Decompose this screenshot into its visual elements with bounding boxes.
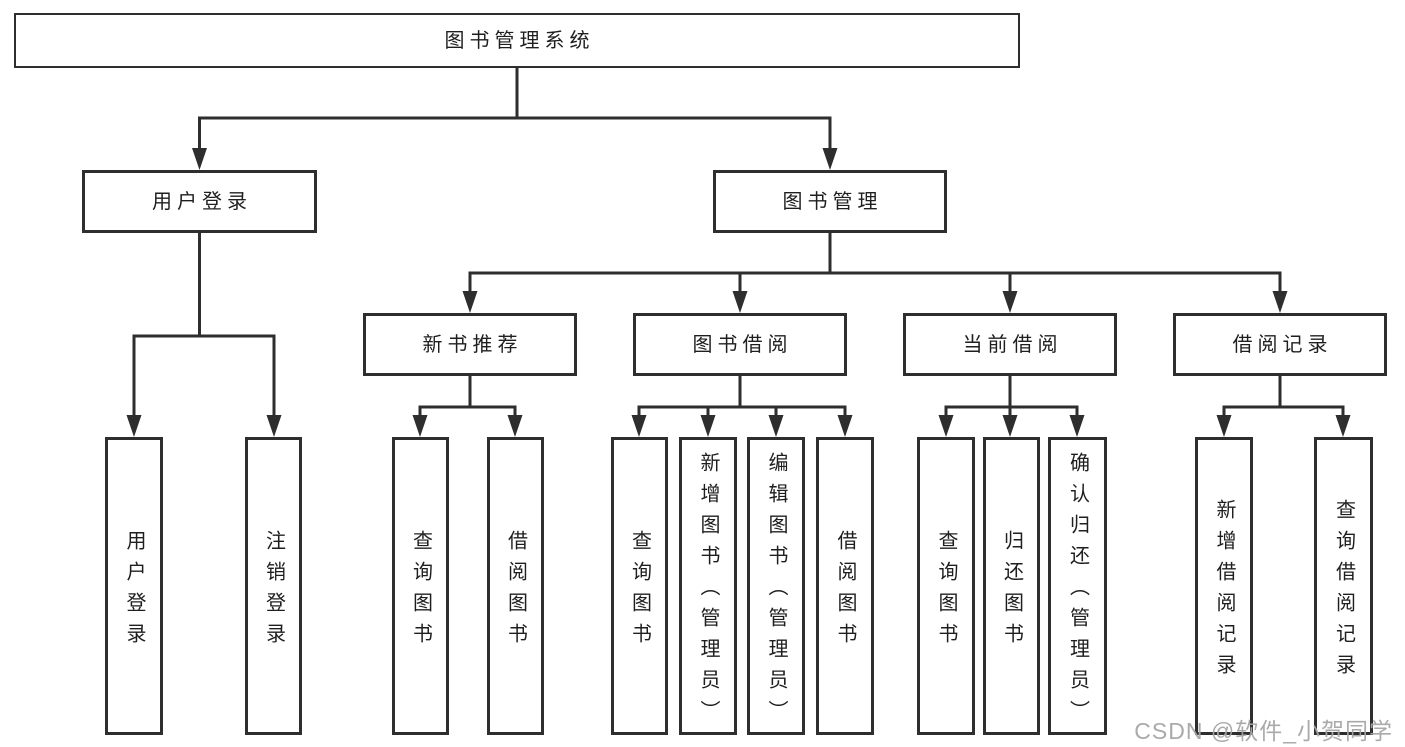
leaf-add-books-admin: 新增图书（管理员） <box>679 437 737 735</box>
node-current-borrowing: 当前借阅 <box>903 313 1117 376</box>
leaf-query-books-borrowing: 查询图书 <box>611 437 668 735</box>
leaf-logout: 注销登录 <box>245 437 302 735</box>
leaf-borrow-books-recommend: 借阅图书 <box>487 437 544 735</box>
leaf-confirm-return-admin: 确认归还（管理员） <box>1048 437 1107 735</box>
node-book-management: 图书管理 <box>713 170 947 233</box>
node-library-management-system: 图书管理系统 <box>14 13 1020 68</box>
node-new-book-recommendation: 新书推荐 <box>363 313 577 376</box>
leaf-borrow-books-borrowing: 借阅图书 <box>816 437 874 735</box>
leaf-query-books-recommend: 查询图书 <box>392 437 449 735</box>
node-user-login: 用户登录 <box>82 170 317 233</box>
leaf-query-books-current: 查询图书 <box>917 437 975 735</box>
leaf-add-borrow-record: 新增借阅记录 <box>1195 437 1253 735</box>
node-borrowing-records: 借阅记录 <box>1173 313 1387 376</box>
leaf-query-borrow-record: 查询借阅记录 <box>1314 437 1373 735</box>
leaf-user-login: 用户登录 <box>105 437 163 735</box>
leaf-return-books: 归还图书 <box>983 437 1040 735</box>
node-book-borrowing: 图书借阅 <box>633 313 847 376</box>
leaf-edit-books-admin: 编辑图书（管理员） <box>747 437 805 735</box>
